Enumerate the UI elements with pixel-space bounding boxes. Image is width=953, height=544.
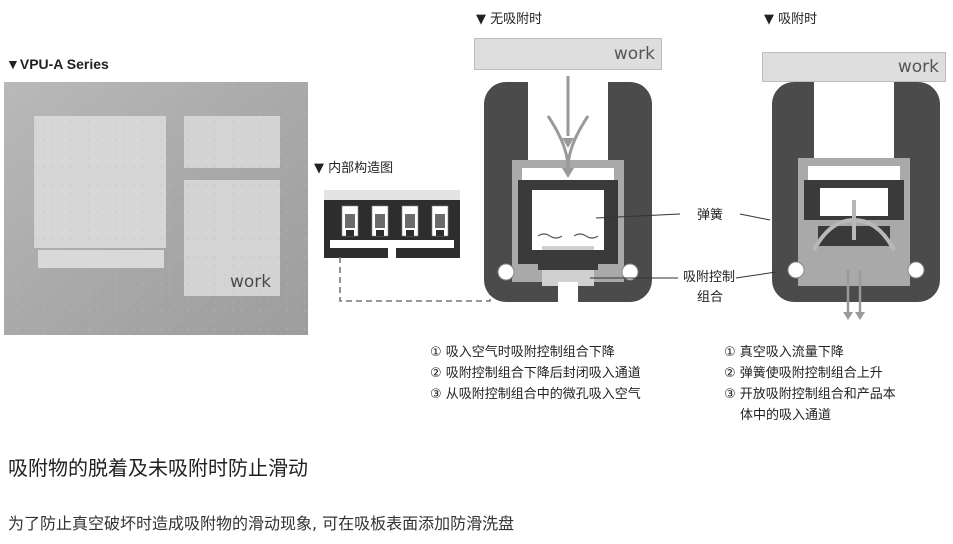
section-description: 为了防止真空破坏时造成吸附物的滑动现象, 可在吸板表面添加防滑洗盘: [8, 514, 515, 533]
product-photo: [4, 82, 308, 335]
cross-section-no-adsorption: [484, 76, 652, 302]
internal-structure-diagram: [324, 190, 460, 258]
note-right-3: ③ 开放吸附控制组合和产品本: [724, 387, 896, 402]
note-right-4: 体中的吸入通道: [740, 408, 832, 423]
notes-left: ① 吸入空气时吸附控制组合下降 ② 吸附控制组合下降后封闭吸入通道 ③ 从吸附控…: [430, 342, 641, 405]
control-label-line2: 组合: [697, 290, 724, 305]
cross-section-adsorption: [772, 82, 940, 320]
note-left-2: ② 吸附控制组合下降后封闭吸入通道: [430, 366, 641, 381]
notes-right: ① 真空吸入流量下降 ② 弹簧使吸附控制组合上升 ③ 开放吸附控制组合和产品本 …: [724, 342, 896, 426]
control-label-line1: 吸附控制: [683, 270, 736, 285]
work-block-right: work: [762, 52, 946, 82]
work-label-photo: work: [230, 272, 272, 292]
section-heading: 吸附物的脱着及未吸附时防止滑动: [8, 456, 308, 480]
internal-structure-label: ▼ 内部构造图: [314, 161, 394, 176]
no-adsorption-label: ▼ 无吸附时: [476, 12, 543, 27]
note-left-1: ① 吸入空气时吸附控制组合下降: [430, 345, 615, 360]
spring-label: 弹簧: [697, 208, 724, 223]
note-left-3: ③ 从吸附控制组合中的微孔吸入空气: [430, 387, 641, 402]
work-block-left: work: [474, 38, 662, 70]
series-label: ▼VPU-A Series: [6, 56, 109, 72]
note-right-2: ② 弹簧使吸附控制组合上升: [724, 366, 883, 381]
note-right-1: ① 真空吸入流量下降: [724, 345, 844, 360]
center-callout-lines: [590, 213, 777, 279]
adsorption-label: ▼ 吸附时: [764, 12, 818, 27]
